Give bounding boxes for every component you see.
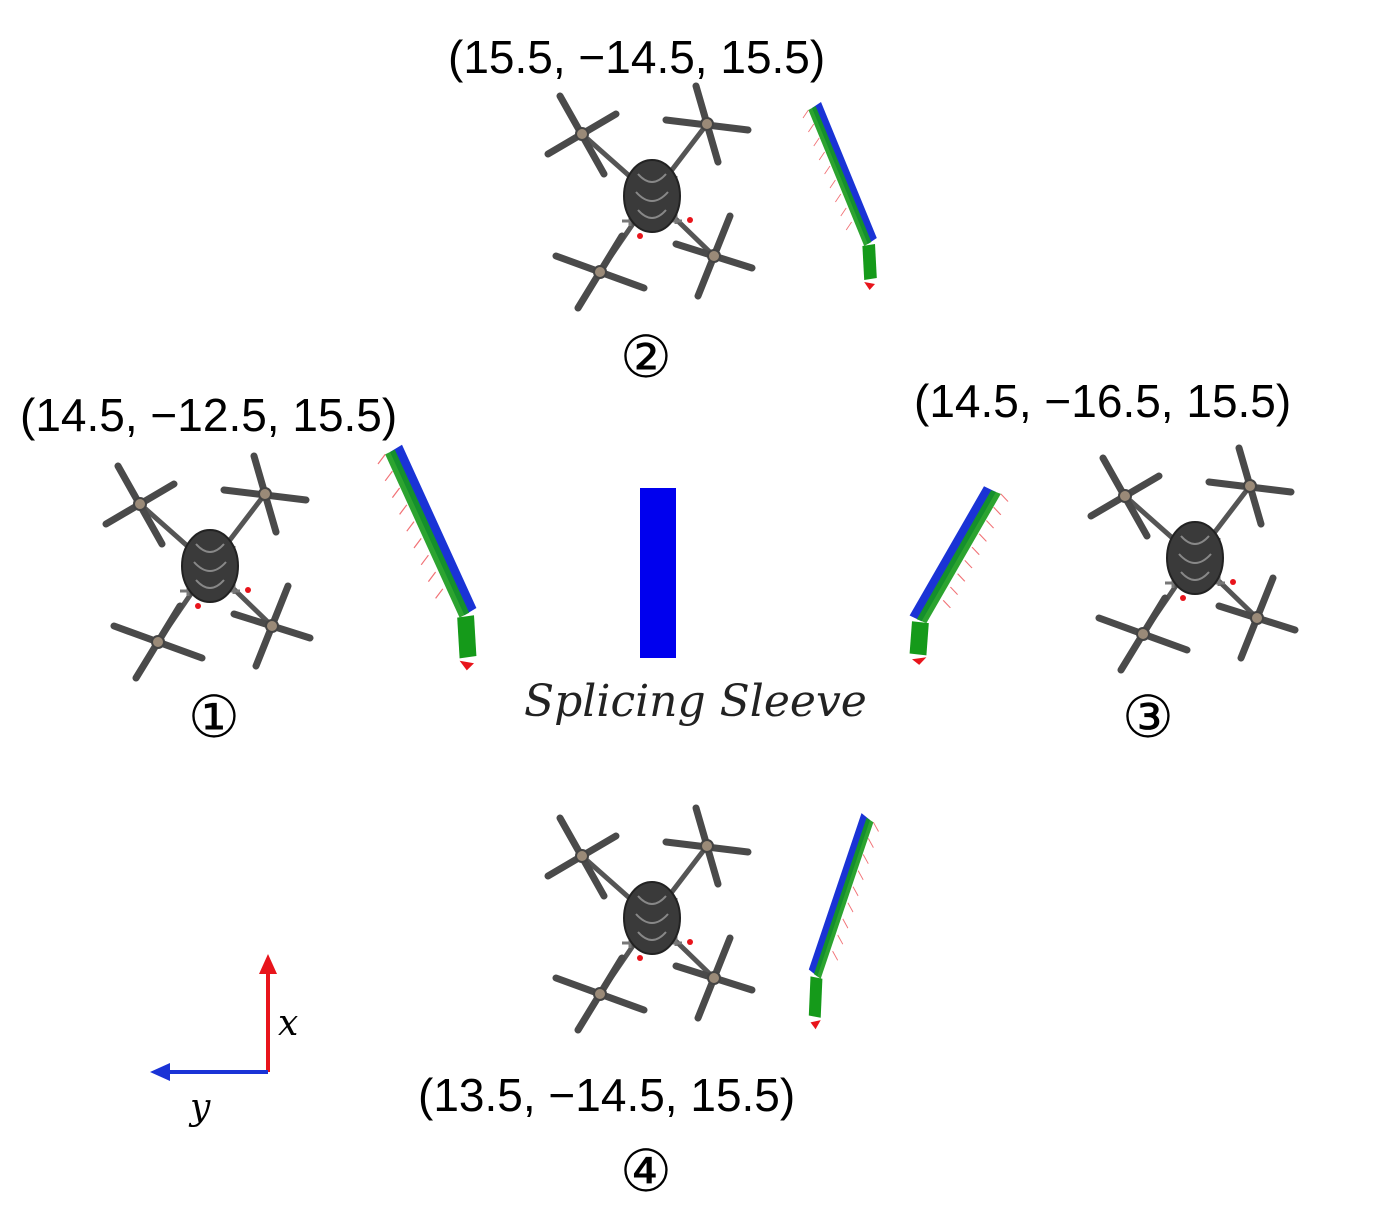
coord-label-4: (13.5, −14.5, 15.5) xyxy=(418,1069,796,1121)
drone-icon-1 xyxy=(106,456,310,678)
manipulator-arm-icon-3 xyxy=(908,485,1009,666)
splicing-sleeve-shape xyxy=(640,488,676,658)
drone-icon-3 xyxy=(1091,448,1295,670)
x-axis-label: x xyxy=(278,1003,299,1044)
position-marker-2: ② xyxy=(620,323,672,391)
coord-label-2: (15.5, −14.5, 15.5) xyxy=(448,31,826,83)
manipulator-arm-icon-1 xyxy=(377,444,477,672)
position-marker-1: ① xyxy=(188,683,240,751)
coord-label-3: (14.5, −16.5, 15.5) xyxy=(914,375,1292,427)
splicing-sleeve-label: Splicing Sleeve xyxy=(524,676,867,727)
axis-arrow-icon xyxy=(150,954,277,1081)
position-marker-4: ④ xyxy=(620,1137,672,1205)
drone-icon-4 xyxy=(548,808,752,1030)
position-marker-3: ③ xyxy=(1122,683,1174,751)
y-axis-label: y xyxy=(190,1087,211,1128)
coord-label-1: (14.5, −12.5, 15.5) xyxy=(20,389,398,441)
manipulator-arm-icon-2 xyxy=(802,101,878,291)
drone-icon-2 xyxy=(548,86,752,308)
manipulator-arm-icon-4 xyxy=(808,812,880,1030)
